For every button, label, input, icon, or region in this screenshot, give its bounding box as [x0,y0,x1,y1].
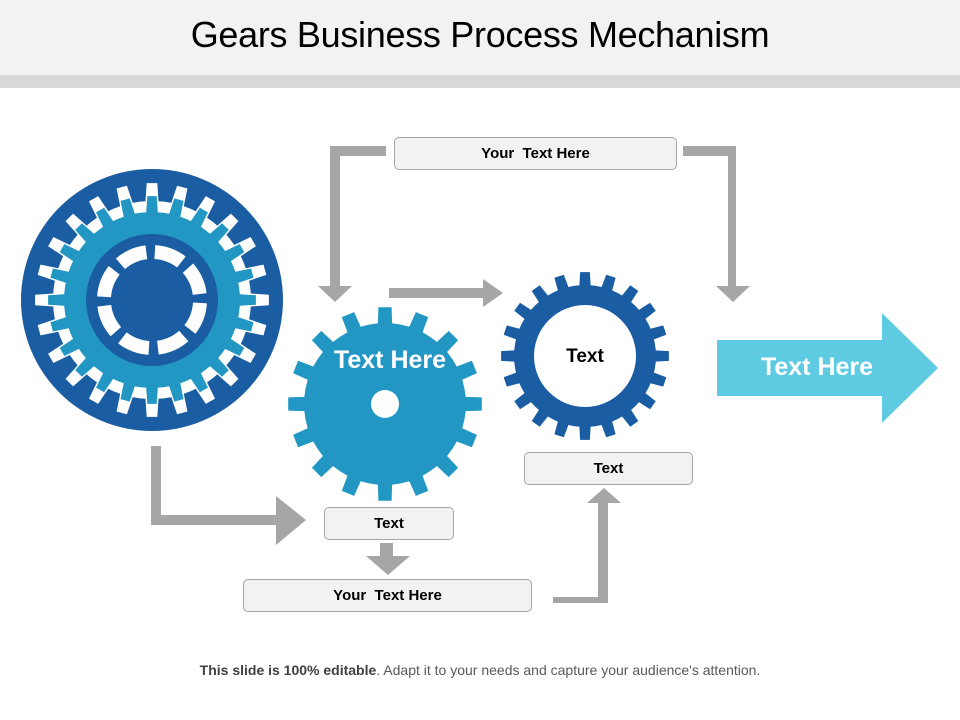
large-gear-icon [21,169,283,431]
top-text-box[interactable]: Your Text Here [394,137,677,170]
footer-rest: . Adapt it to your needs and capture you… [376,662,761,678]
large-gear-dashed-ring [97,245,207,355]
right-text-box[interactable]: Text [524,452,693,485]
middle-gear-label: Text Here [333,346,447,374]
arrow-top-left-down [318,146,386,302]
output-arrow-label: Text Here [760,353,874,381]
bottom-text-box[interactable]: Your Text Here [243,579,532,612]
middle-text-box[interactable]: Text [324,507,454,540]
arrow-top-right-down [683,146,750,302]
footer-note: This slide is 100% editable. Adapt it to… [0,662,960,678]
connector-arrows [151,146,750,603]
arrow-middle-to-right-gear [389,279,503,307]
title-bar [0,0,960,75]
arrow-bottom-to-right-text [553,488,621,603]
output-arrow-shape [717,313,938,423]
title-divider [0,75,960,88]
arrow-text-to-bottom [366,543,410,575]
small-gear-icon [501,272,669,440]
page-title: Gears Business Process Mechanism [190,14,770,55]
arrow-left-gear-to-text [151,446,306,545]
small-gear-label: Text [566,346,604,367]
footer-bold: This slide is 100% editable [199,662,377,678]
middle-gear-icon [288,307,482,501]
middle-gear-hole [371,390,399,418]
large-gear-center [111,259,193,341]
small-gear-center [534,305,636,407]
